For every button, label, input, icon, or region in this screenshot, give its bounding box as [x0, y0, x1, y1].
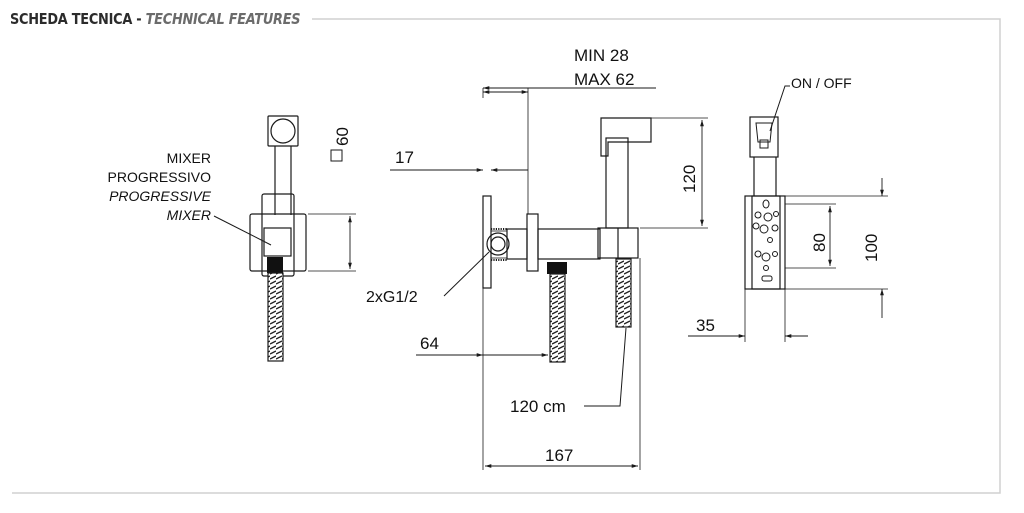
rear-view — [688, 85, 888, 342]
label-dim-167: 167 — [545, 446, 573, 465]
hose-side — [549, 273, 566, 363]
label-dim-64: 64 — [420, 334, 439, 353]
side-view — [390, 86, 708, 470]
label-dim-120: 120 — [680, 165, 699, 193]
label-dim-80: 80 — [810, 233, 829, 252]
front-view — [213, 115, 356, 362]
label-mixer-it-1: MIXER — [167, 150, 211, 166]
spray-head-front — [267, 115, 299, 147]
hose-front — [267, 272, 284, 362]
border-frame — [12, 18, 1001, 494]
label-on-off: ON / OFF — [791, 75, 852, 91]
wall-plate-rear — [744, 195, 786, 290]
mounting-holes — [752, 199, 779, 282]
square-symbol — [330, 149, 343, 162]
label-max: MAX 62 — [574, 70, 634, 89]
label-mixer-en-2: MIXER — [167, 207, 211, 223]
spray-head-side — [600, 117, 652, 157]
spray-head-nozzle — [270, 118, 296, 144]
mixer-body-side — [506, 228, 528, 260]
front-view-labels: MIXER PROGRESSIVO PROGRESSIVE MIXER 60 — [108, 127, 352, 223]
label-dim-35: 35 — [696, 316, 715, 335]
label-hose: 120 cm — [510, 397, 566, 416]
title-separator: - — [132, 10, 146, 28]
label-dim-100: 100 — [862, 234, 881, 262]
fitting-circle — [486, 232, 510, 256]
side-view-labels: MIN 28 MAX 62 17 120 2xG1/2 64 120 cm 16… — [366, 46, 699, 465]
label-square-60: 60 — [333, 127, 352, 146]
label-mixer-it-2: PROGRESSIVO — [108, 169, 212, 185]
label-dim-17: 17 — [395, 148, 414, 167]
label-thread: 2xG1/2 — [366, 289, 418, 306]
header: SCHEDA TECNICA - TECHNICAL FEATURES — [10, 6, 1010, 34]
label-mixer-en-1: PROGRESSIVE — [109, 188, 212, 204]
title-sub: TECHNICAL FEATURES — [145, 10, 301, 28]
sheet-title: SCHEDA TECNICA - TECHNICAL FEATURES — [10, 10, 301, 28]
rear-view-labels: ON / OFF 80 100 35 — [696, 75, 881, 335]
label-min: MIN 28 — [574, 46, 629, 65]
title-main: SCHEDA TECNICA — [10, 10, 133, 28]
mixer-body-front — [263, 227, 292, 257]
spray-head-rear — [749, 116, 779, 158]
